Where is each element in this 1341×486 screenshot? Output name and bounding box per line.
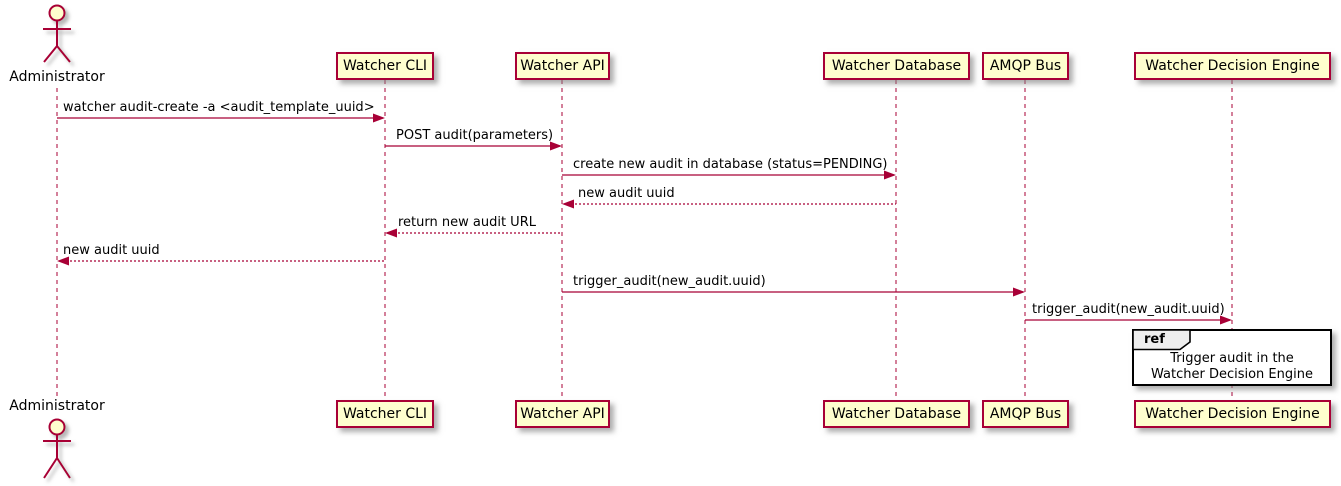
- participant-watcher-cli-top: Watcher CLI: [336, 52, 434, 80]
- message-label-new-audit-uuid-db: new audit uuid: [578, 186, 675, 201]
- participant-amqp-bus-bottom: AMQP Bus: [982, 400, 1069, 428]
- participant-watcher-api-top: Watcher API: [515, 52, 610, 80]
- actor-figure-top: [43, 4, 71, 63]
- actor-label-administrator-bottom: Administrator: [9, 398, 105, 414]
- message-label-trigger-audit-amqp: trigger_audit(new_audit.uuid): [573, 274, 766, 289]
- ref-fragment: ref Trigger audit in the Watcher Decisio…: [1132, 329, 1332, 386]
- actor-label-administrator-top: Administrator: [9, 69, 105, 85]
- ref-text-line-1: Trigger audit in the: [1170, 351, 1294, 366]
- lifelines: [56, 80, 1233, 400]
- participant-watcher-api-bottom: Watcher API: [515, 400, 610, 428]
- participant-watcher-cli-bottom: Watcher CLI: [336, 400, 434, 428]
- ref-keyword: ref: [1144, 332, 1165, 347]
- message-label-post-audit: POST audit(parameters): [396, 128, 554, 143]
- message-label-new-audit-uuid-cli: new audit uuid: [63, 243, 160, 258]
- message-label-return-audit-url: return new audit URL: [398, 215, 536, 230]
- ref-tab-shape: [1132, 329, 1191, 351]
- message-label-audit-create: watcher audit-create -a <audit_template_…: [63, 100, 375, 115]
- message-label-trigger-audit-wde: trigger_audit(new_audit.uuid): [1032, 302, 1225, 317]
- ref-text: Trigger audit in the Watcher Decision En…: [1134, 351, 1330, 383]
- ref-text-line-2: Watcher Decision Engine: [1151, 367, 1313, 382]
- participant-watcher-database-bottom: Watcher Database: [823, 400, 970, 428]
- participant-amqp-bus-top: AMQP Bus: [982, 52, 1069, 80]
- participant-watcher-database-top: Watcher Database: [823, 52, 970, 80]
- actor-figure-bottom: [43, 418, 71, 479]
- message-label-create-audit-db: create new audit in database (status=PEN…: [573, 157, 888, 172]
- message-arrows: [57, 113, 1232, 325]
- participant-watcher-decision-engine-top: Watcher Decision Engine: [1134, 52, 1331, 80]
- participant-watcher-decision-engine-bottom: Watcher Decision Engine: [1134, 400, 1331, 428]
